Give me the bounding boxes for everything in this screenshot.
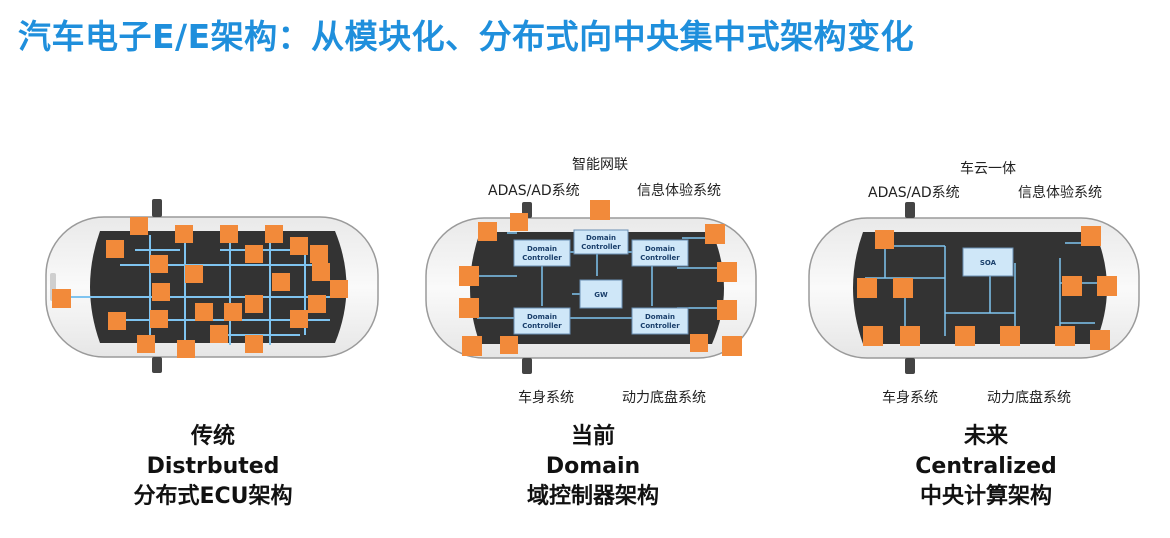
svg-text:Domain: Domain: [527, 313, 557, 321]
centralized-car-diagram: SOA: [808, 202, 1140, 374]
centralized-caption: 未来 Centralized 中央计算架构: [915, 424, 1057, 509]
domain-car-diagram: Domain Controller Domain Controller Doma…: [425, 200, 757, 374]
central-computer-soa: SOA: [962, 247, 1014, 277]
domain-caption: 当前 Domain 域控制器架构: [526, 424, 659, 509]
svg-text:Domain: Domain: [645, 245, 675, 253]
label-infotainment: 信息体验系统: [1018, 185, 1102, 201]
ecu-nodes: [857, 226, 1117, 350]
distributed-car-diagram: [45, 199, 379, 373]
svg-text:Domain: Domain: [586, 234, 616, 242]
domain-controller-front-center: Domain Controller: [573, 229, 629, 255]
label-adas: ADAS/AD系统: [868, 185, 960, 201]
svg-text:Controller: Controller: [640, 254, 680, 262]
ecu-nodes: [52, 217, 348, 358]
svg-text:Controller: Controller: [640, 322, 680, 330]
svg-text:Domain: Domain: [645, 313, 675, 321]
label-powertrain-chassis: 动力底盘系统: [987, 390, 1071, 406]
svg-text:Controller: Controller: [522, 322, 562, 330]
label-body-system: 车身系统: [882, 390, 938, 406]
svg-text:SOA: SOA: [980, 259, 997, 267]
label-vehicle-cloud: 车云一体: [960, 161, 1016, 177]
ecu-nodes: [459, 200, 742, 356]
svg-text:GW: GW: [594, 291, 608, 299]
page-title: 汽车电子E/E架构：从模块化、分布式向中央集中式架构变化: [18, 17, 915, 56]
car-body: [808, 202, 1140, 374]
label-adas: ADAS/AD系统: [488, 183, 580, 199]
domain-controller-front-left: Domain Controller: [513, 239, 571, 267]
label-powertrain-chassis: 动力底盘系统: [622, 390, 706, 406]
domain-controller-rear-right: Domain Controller: [631, 307, 689, 335]
gateway-block: GW: [579, 279, 623, 309]
svg-text:Domain: Domain: [527, 245, 557, 253]
label-intelligent-connectivity: 智能网联: [572, 157, 628, 173]
domain-controller-front-right: Domain Controller: [631, 239, 689, 267]
svg-text:Controller: Controller: [581, 243, 621, 251]
svg-text:Controller: Controller: [522, 254, 562, 262]
car-body: [45, 199, 379, 373]
distributed-caption: 传统 Distrbuted 分布式ECU架构: [133, 424, 293, 509]
label-body-system: 车身系统: [518, 390, 574, 406]
label-infotainment: 信息体验系统: [637, 183, 721, 199]
domain-controller-rear-left: Domain Controller: [513, 307, 571, 335]
